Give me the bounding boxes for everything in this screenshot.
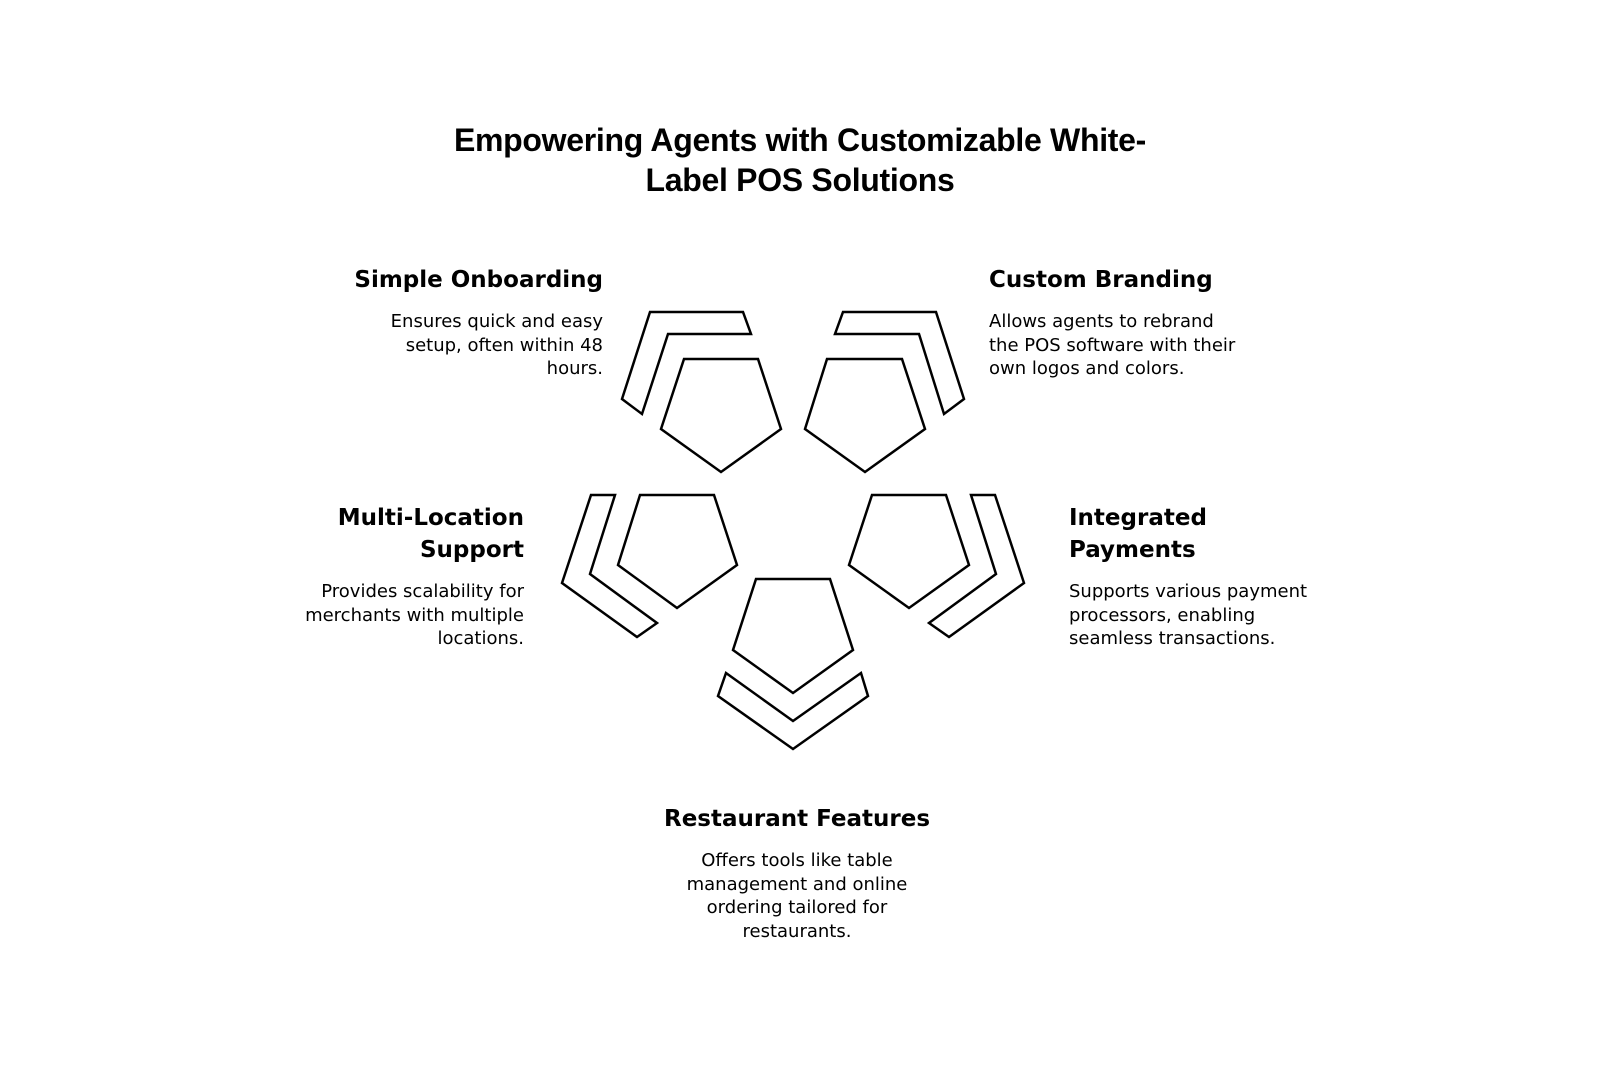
item-heading: Custom Branding (989, 267, 1213, 293)
item-simple-onboarding: Simple Onboarding Ensures quick and easy… (354, 264, 603, 381)
chevron-integrated-payments (926, 493, 1026, 639)
description-line: Supports various payment (1069, 581, 1308, 602)
pentagon-custom-branding (803, 357, 927, 474)
title-line-1: Empowering Agents with Customizable Whit… (453, 122, 1146, 158)
description-line: the POS software with their (989, 334, 1236, 356)
item-custom-branding: Custom Branding Allows agents to rebrand… (989, 264, 1235, 381)
pentagon-restaurant-features (731, 577, 855, 695)
pentagon-simple-onboarding (659, 357, 783, 474)
description-line: Ensures quick and easy (390, 311, 603, 332)
item-description: Provides scalability for merchants with … (305, 580, 524, 651)
pentagon-integrated-payments (847, 493, 971, 610)
description-line: restaurants. (742, 920, 852, 942)
item-heading: Simple Onboarding (354, 267, 603, 293)
description-line: Provides scalability for (321, 581, 524, 602)
item-integrated-payments: Integrated Payments Supports various pay… (1069, 502, 1307, 651)
heading-line: Integrated (1069, 505, 1207, 531)
description-line: ordering tailored for (706, 897, 888, 918)
title-line-2: Label POS Solutions (645, 162, 955, 198)
heading-line: Payments (1069, 537, 1196, 563)
chevron-multi-location (560, 493, 660, 639)
description-line: own logos and colors. (989, 358, 1185, 379)
pentagon-multi-location (616, 493, 739, 610)
item-description: Offers tools like table management and o… (597, 849, 997, 943)
item-description: Allows agents to rebrand the POS softwar… (989, 310, 1235, 381)
description-line: management and online (686, 873, 908, 895)
item-multi-location-support: Multi-Location Support Provides scalabil… (305, 502, 524, 651)
description-line: setup, often within 48 (405, 334, 603, 356)
chevron-simple-onboarding (620, 310, 753, 417)
description-line: Offers tools like table (701, 850, 893, 871)
item-description: Ensures quick and easy setup, often with… (354, 310, 603, 381)
description-line: processors, enabling (1069, 604, 1256, 626)
chevron-restaurant-features (716, 670, 870, 751)
item-heading: Multi-Location Support (305, 502, 524, 566)
description-line: merchants with multiple (305, 604, 524, 626)
diagram-title: Empowering Agents with Customizable Whit… (0, 120, 1600, 200)
item-description: Supports various payment processors, ena… (1069, 580, 1307, 651)
item-restaurant-features: Restaurant Features Offers tools like ta… (597, 803, 997, 943)
description-line: Allows agents to rebrand (989, 311, 1214, 332)
description-line: seamless transactions. (1069, 628, 1276, 649)
heading-line: Support (419, 537, 524, 563)
item-heading: Integrated Payments (1069, 502, 1307, 566)
heading-line: Multi-Location (337, 505, 524, 531)
description-line: hours. (546, 358, 603, 379)
item-heading: Restaurant Features (663, 806, 931, 832)
chevron-custom-branding (833, 310, 966, 417)
description-line: locations. (437, 628, 524, 649)
